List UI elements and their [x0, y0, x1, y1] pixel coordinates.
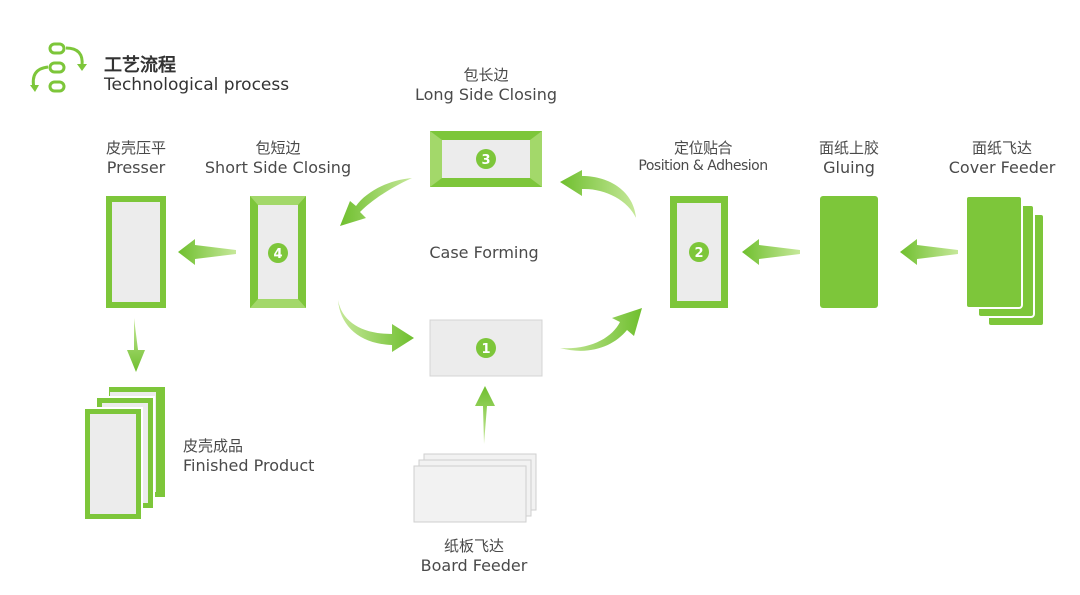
- step3-label: 包长边 Long Side Closing: [415, 66, 557, 105]
- step4-number: 4: [273, 247, 282, 262]
- header-title-en: Technological process: [104, 75, 290, 95]
- header-title-cn: 工艺流程: [104, 55, 176, 76]
- cover-feeder-stack: [965, 195, 1045, 327]
- case-forming-label: Case Forming: [429, 243, 539, 262]
- step3-badge: [476, 149, 496, 169]
- step4-badge: [268, 243, 288, 263]
- gluing-label-en: Gluing: [823, 157, 875, 177]
- presser-inner: [112, 202, 160, 302]
- step2-badge: [689, 242, 709, 262]
- board-feeder-stack: [413, 453, 537, 523]
- board-feeder-label: 纸板飞达 Board Feeder: [421, 537, 528, 576]
- finished-product-stack: [83, 385, 167, 521]
- step2-number: 2: [694, 246, 703, 261]
- step4-label: 包短边 Short Side Closing: [205, 139, 351, 178]
- finished-label-en: Finished Product: [183, 455, 315, 475]
- board-feeder-label-cn: 纸板飞达: [443, 537, 505, 555]
- step3-box: 3: [430, 131, 542, 187]
- gluing-box: [820, 196, 878, 308]
- step2-label-cn: 定位贴合: [673, 139, 733, 157]
- arrow-step1-to-step2: [560, 308, 642, 351]
- board-sheet-1: [413, 465, 527, 523]
- arrow-presser-to-finished: [127, 318, 145, 372]
- arrow-step3-to-step4: [340, 178, 412, 226]
- arrow-step4-to-presser: [178, 239, 236, 265]
- arrow-gluing-to-step2: [742, 239, 800, 265]
- step3-label-cn: 包长边: [463, 66, 509, 84]
- gluing-label-cn: 面纸上胶: [818, 139, 880, 157]
- step2-label-en: Position & Adhesion: [638, 157, 768, 174]
- step2-box: 2: [670, 196, 728, 308]
- step4-label-cn: 包短边: [255, 139, 301, 157]
- arrow-board-to-step1: [475, 386, 495, 444]
- cover-sheet-1: [965, 195, 1023, 309]
- presser-label-en: Presser: [106, 157, 166, 177]
- step1-box: 1: [429, 319, 543, 377]
- cover-feeder-label-en: Cover Feeder: [948, 157, 1056, 177]
- finished-label-cn: 皮壳成品: [183, 437, 244, 455]
- step1-number: 1: [481, 342, 490, 357]
- step3-label-en: Long Side Closing: [415, 84, 557, 104]
- finished-label: 皮壳成品 Finished Product: [183, 437, 314, 476]
- arrow-step2-to-step3: [560, 170, 636, 218]
- presser-label-cn: 皮壳压平: [105, 139, 167, 157]
- step2-label: 定位贴合 Position & Adhesion: [638, 139, 768, 175]
- arrow-cover-to-gluing: [900, 239, 958, 265]
- step1-badge: [476, 338, 496, 358]
- presser-label: 皮壳压平 Presser: [106, 139, 166, 178]
- step4-box: 4: [250, 196, 306, 308]
- process-flow-icon: [30, 42, 87, 93]
- step3-number: 3: [481, 153, 490, 168]
- presser-box: [106, 196, 166, 308]
- gluing-label: 面纸上胶 Gluing: [819, 139, 879, 178]
- cover-feeder-label-cn: 面纸飞达: [971, 139, 1032, 157]
- board-feeder-label-en: Board Feeder: [420, 555, 528, 575]
- step4-label-en: Short Side Closing: [204, 157, 352, 177]
- arrow-step4-to-step1: [338, 300, 414, 352]
- cover-feeder-label: 面纸飞达 Cover Feeder: [949, 139, 1056, 178]
